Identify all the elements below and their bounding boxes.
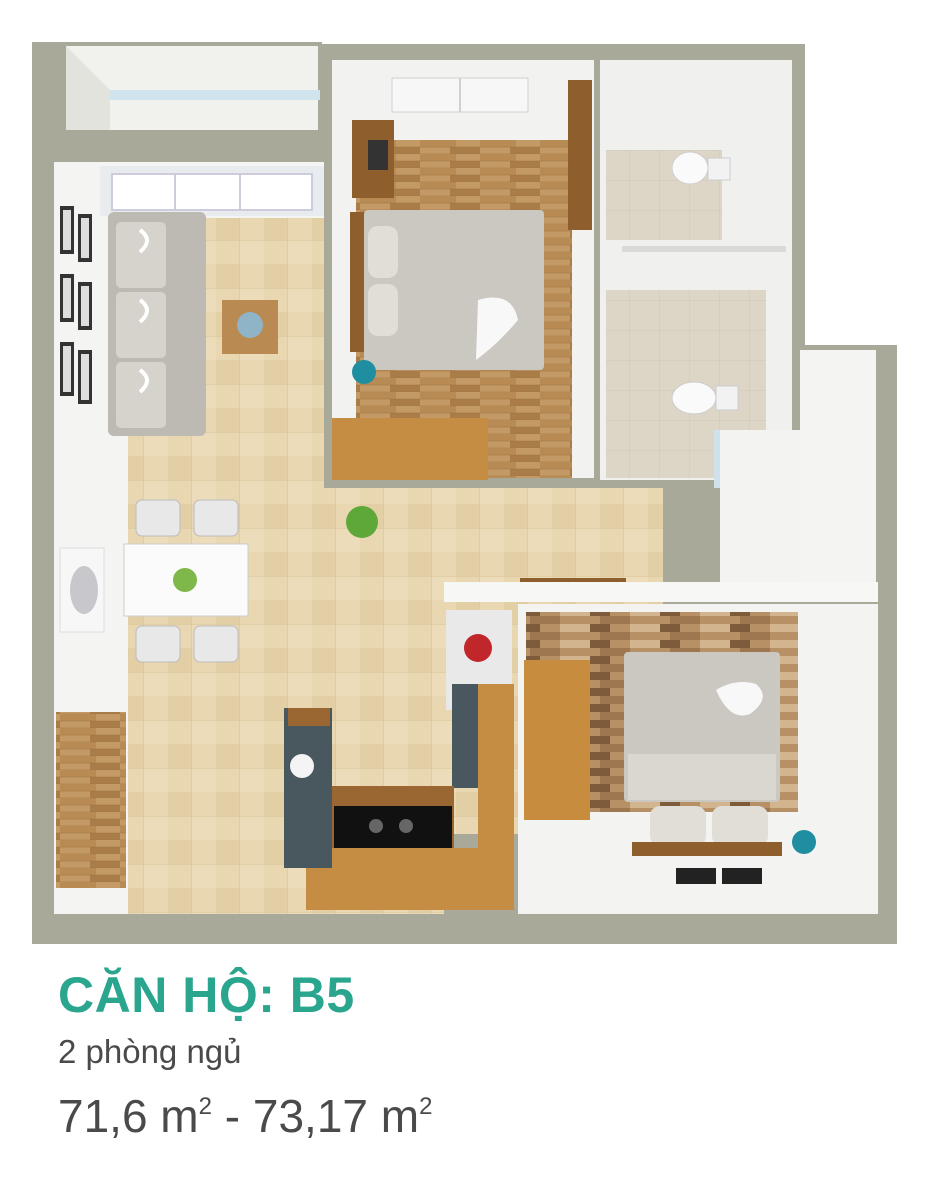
coffee-table bbox=[222, 300, 278, 354]
picture-frame-icon bbox=[59, 206, 105, 633]
sofa-icon bbox=[108, 212, 206, 436]
area-range: 71,6 m2 - 73,17 m2 bbox=[58, 1079, 432, 1144]
bedroom-count: 2 phòng ngủ bbox=[58, 1033, 242, 1070]
area-separator: - bbox=[212, 1090, 253, 1142]
wood-panel bbox=[56, 712, 126, 888]
utility-balcony bbox=[800, 350, 876, 598]
stove-icon bbox=[334, 806, 452, 848]
apartment-title: CĂN HỘ: B5 bbox=[58, 967, 355, 1023]
dining-table-icon bbox=[123, 499, 249, 663]
area-to: 73,17 m bbox=[252, 1090, 420, 1142]
floor-plan bbox=[32, 42, 897, 944]
area-to-unit: 2 bbox=[419, 1093, 433, 1120]
bed-icon bbox=[350, 210, 544, 384]
balcony bbox=[66, 46, 320, 130]
apartment-caption: CĂN HỘ: B5 2 phòng ngủ 71,6 m2 - 73,17 m… bbox=[58, 965, 432, 1144]
toilet-icon bbox=[671, 151, 739, 415]
bed-icon bbox=[624, 652, 816, 884]
area-from: 71,6 m bbox=[58, 1090, 199, 1142]
area-from-unit: 2 bbox=[198, 1093, 212, 1120]
bathroom bbox=[600, 60, 800, 590]
